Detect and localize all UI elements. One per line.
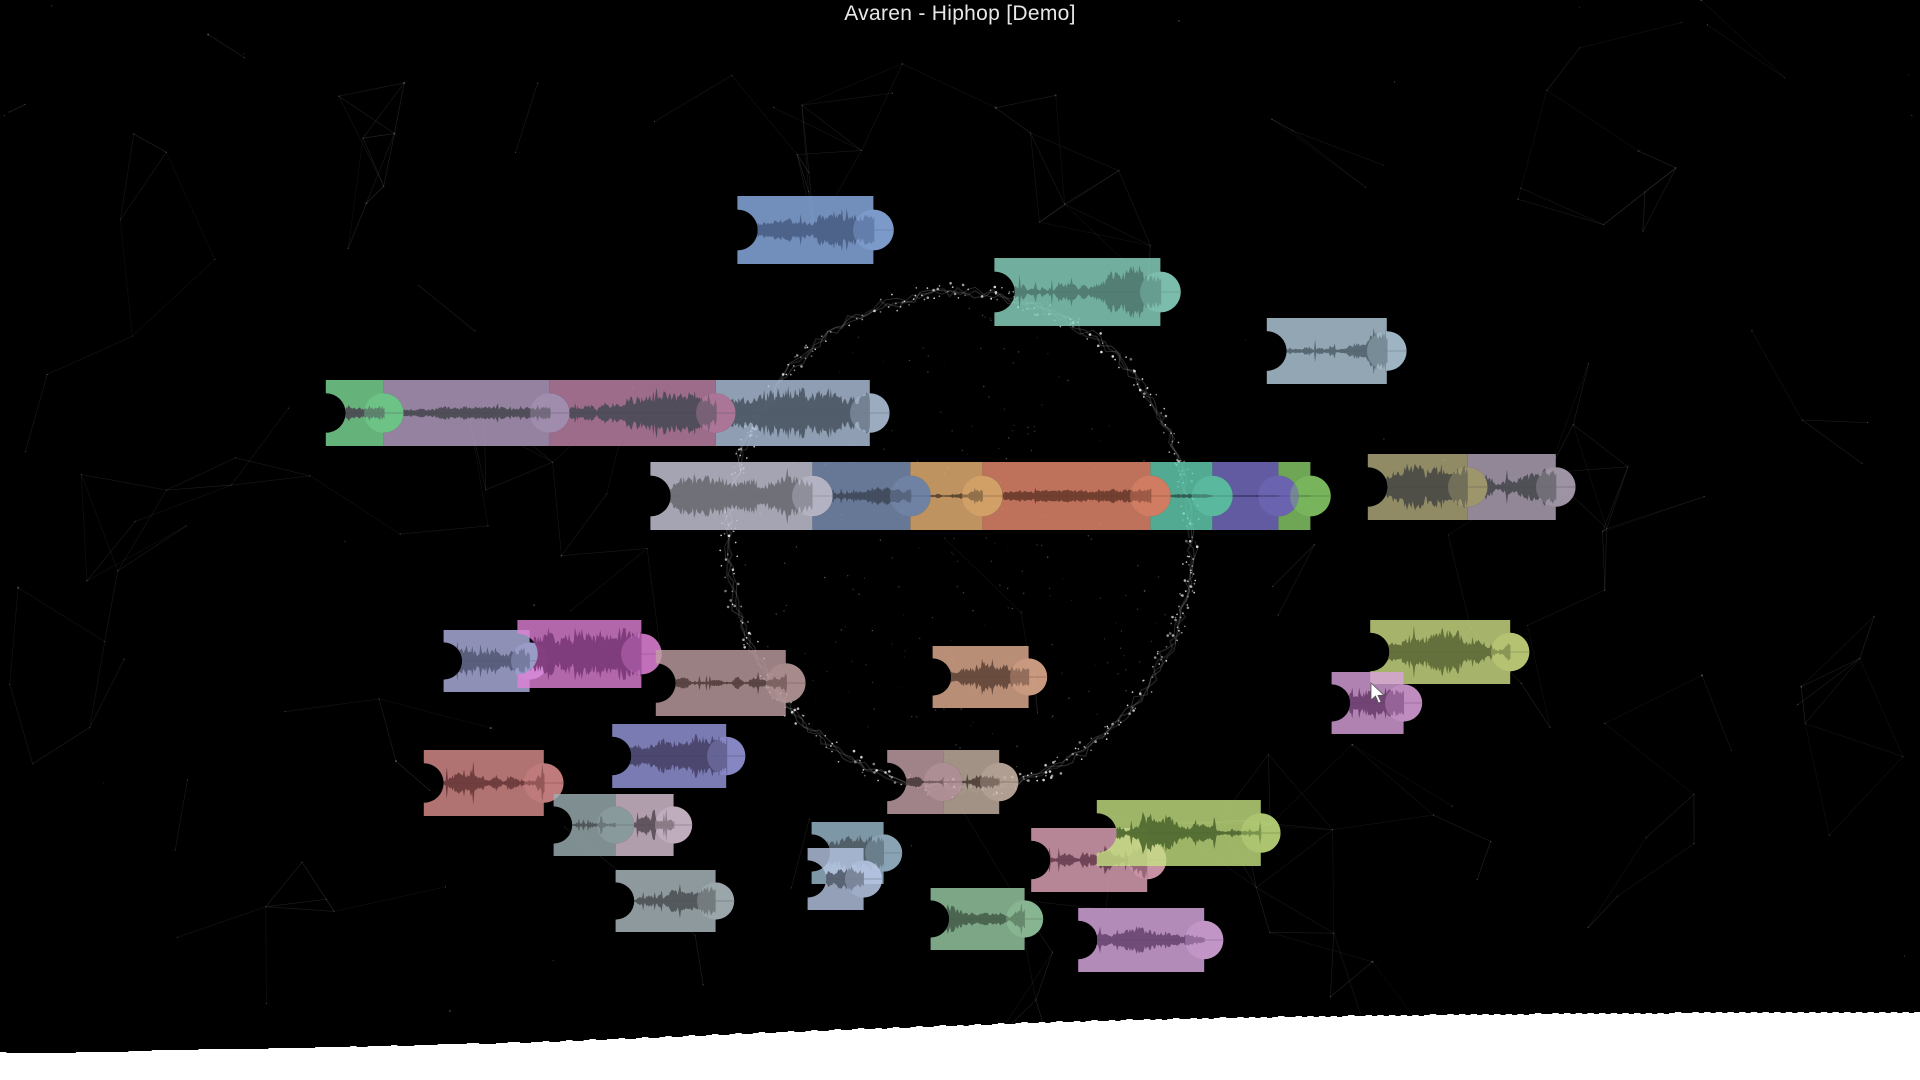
segment-orchid-light[interactable]	[1059, 908, 1224, 972]
clip-grey-blue-lower[interactable]	[597, 870, 735, 932]
segment-taupe[interactable]	[924, 750, 1019, 814]
clip-slate-grey[interactable]	[535, 794, 693, 856]
clip-rose-brown[interactable]	[636, 650, 806, 716]
segment-violet[interactable]	[1192, 462, 1299, 530]
segment-sage[interactable]	[912, 888, 1044, 950]
clip-pale-periwinkle[interactable]	[789, 848, 883, 910]
segment-lavender-blue[interactable]	[717, 196, 894, 264]
clip-magenta[interactable]	[497, 620, 662, 688]
segment-salmon-red[interactable]	[404, 750, 564, 816]
clip-long-left[interactable]	[306, 380, 890, 446]
clip-indigo[interactable]	[593, 724, 746, 788]
segment-amber[interactable]	[890, 462, 1003, 530]
clip-orchid-lower[interactable]	[1059, 908, 1224, 972]
clip-dusty-rose[interactable]	[868, 750, 1019, 814]
clip-lime-green[interactable]	[1077, 800, 1281, 866]
clip-salmon-red[interactable]	[404, 750, 564, 816]
segment-mint[interactable]	[974, 258, 1181, 326]
segment-blush[interactable]	[597, 794, 693, 856]
segment-peach[interactable]	[914, 646, 1048, 708]
segment-mauve[interactable]	[364, 380, 570, 446]
segment-pale-periwinkle[interactable]	[789, 848, 883, 910]
segment-slate-grey[interactable]	[535, 794, 635, 856]
clip-sage-green[interactable]	[912, 888, 1044, 950]
clip-yellowgreen-right[interactable]	[1351, 620, 1530, 684]
segment-lilac-grey[interactable]	[630, 462, 833, 530]
segment-slate-blue[interactable]	[792, 462, 931, 530]
segment-indigo[interactable]	[593, 724, 746, 788]
segment-magenta[interactable]	[497, 620, 662, 688]
segment-yellow-green[interactable]	[1351, 620, 1530, 684]
clip-peach-center[interactable]	[914, 646, 1048, 708]
segment-grey-blue[interactable]	[597, 870, 735, 932]
segment-steel-blue[interactable]	[696, 380, 890, 446]
segment-lime[interactable]	[1258, 462, 1331, 530]
clip-master-center[interactable]	[630, 462, 1331, 530]
segment-rose-brown[interactable]	[636, 650, 806, 716]
clip-pale-blue-right[interactable]	[1247, 318, 1407, 384]
segment-olive[interactable]	[1348, 454, 1488, 520]
segment-pink[interactable]	[530, 380, 736, 446]
segment-lime-green[interactable]	[1077, 800, 1281, 866]
segment-mauve-grey[interactable]	[1448, 454, 1576, 520]
segment-teal[interactable]	[1130, 462, 1233, 530]
clip-blue-top[interactable]	[717, 196, 894, 264]
segment-salmon[interactable]	[962, 462, 1171, 530]
segment-dusty-rose[interactable]	[868, 750, 963, 814]
clip-olive-right[interactable]	[1348, 454, 1576, 520]
clip-mint-top[interactable]	[974, 258, 1181, 326]
segment-green[interactable]	[306, 380, 404, 446]
master-spectrum	[0, 1012, 1920, 1080]
segment-pale-blue[interactable]	[1247, 318, 1407, 384]
